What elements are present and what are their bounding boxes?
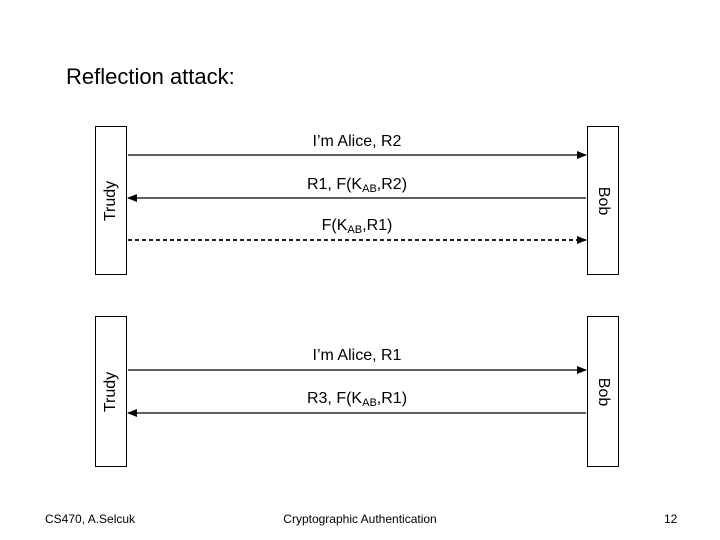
bob-bar-1: Bob	[587, 126, 619, 275]
message-4-label: I’m Alice, R1	[312, 347, 402, 364]
message-3-label: F(KAB,R1)	[321, 217, 393, 236]
footer-center: Cryptographic Authentication	[283, 512, 437, 526]
slide-title: Reflection attack:	[66, 64, 235, 89]
bob-bar-2: Bob	[587, 316, 619, 467]
message-2-label: R1, F(KAB,R2)	[306, 176, 408, 195]
trudy-bar-1: Trudy	[95, 126, 127, 275]
trudy-bar-2: Trudy	[95, 316, 127, 467]
message-5-label: R3, F(KAB,R1)	[306, 390, 408, 409]
footer-page-number: 12	[664, 512, 678, 526]
footer-left: CS470, A.Selcuk	[45, 512, 136, 526]
message-1-label: I’m Alice, R2	[312, 133, 402, 150]
